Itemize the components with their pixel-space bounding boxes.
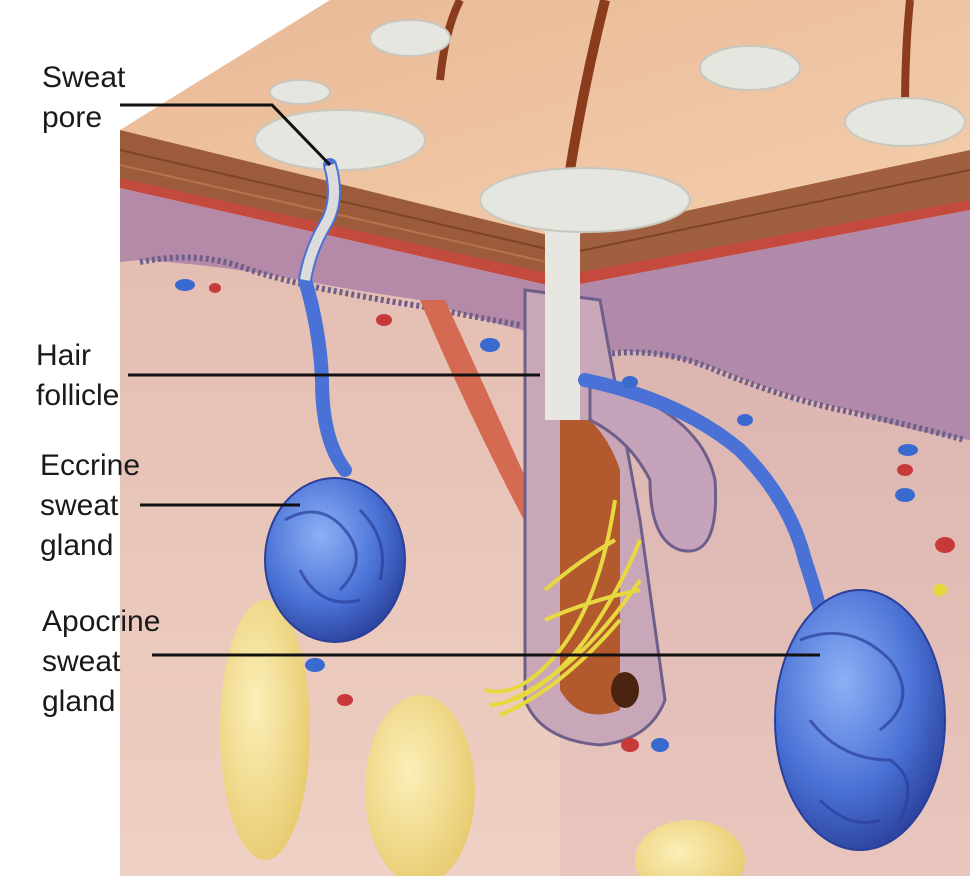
eccrine-gland: [264, 477, 406, 643]
apocrine-gland: [774, 589, 946, 851]
pointer-sweat-pore: [120, 103, 332, 167]
sweat-droplets: [254, 19, 966, 233]
fat-tissue: [220, 600, 745, 876]
label-sweat-pore: Sweat pore: [42, 61, 126, 134]
nerve-fibers: [484, 499, 642, 717]
epidermis-right: [560, 150, 970, 285]
label-apocrine-sweat-gland: Apocrine sweat gland: [42, 605, 161, 718]
apocrine-duct: [578, 373, 827, 617]
blood-vessels: [175, 279, 955, 752]
label-hair-follicle: Hair follicle: [36, 339, 120, 412]
label-eccrine-sweat-gland: Eccrine sweat gland: [40, 449, 141, 562]
pointer-lines: [120, 103, 820, 657]
